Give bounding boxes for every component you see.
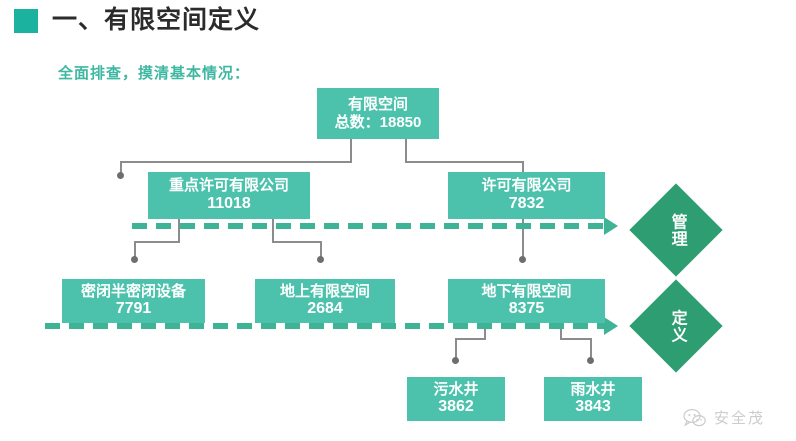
node-above-ground[interactable]: 地上有限空间 2684 <box>255 279 395 323</box>
page-title-text: 一、有限空间定义 <box>52 6 261 34</box>
dashed-band-definition-arrow-icon <box>604 317 618 335</box>
wechat-icon <box>683 408 707 428</box>
dashed-band-definition <box>45 323 611 329</box>
subtitle-text: 全面排查，摸清基本情况： <box>58 65 251 82</box>
node-sewage-well-value: 3862 <box>438 398 474 416</box>
connector-root-right-vert <box>405 139 407 163</box>
connector-root-left-vert <box>350 139 352 163</box>
connector-dot-key-co <box>117 172 124 179</box>
connector-lic-below-vert <box>522 219 524 259</box>
node-key-co-value: 11018 <box>207 194 251 212</box>
node-root-value: 总数：18850 <box>334 113 422 131</box>
node-rain-well[interactable]: 雨水井 3843 <box>544 377 642 421</box>
connector-dot-closed-eq <box>131 256 138 263</box>
node-rain-well-label: 雨水井 <box>570 380 616 398</box>
connector-key-left-drop <box>134 241 136 259</box>
connector-dot-sewage <box>452 357 459 364</box>
node-above-ground-label: 地上有限空间 <box>279 282 370 300</box>
node-below-ground-label: 地下有限空间 <box>481 282 572 300</box>
connector-key-right-drop <box>320 241 322 259</box>
node-above-ground-value: 2684 <box>307 300 343 318</box>
connector-dot-below <box>519 256 526 263</box>
watermark: 安全茂 <box>683 407 765 428</box>
connector-root-left-drop <box>120 161 122 175</box>
connector-below-left-drop <box>455 338 457 360</box>
node-rain-well-value: 3843 <box>575 398 611 416</box>
node-lic-co[interactable]: 许可有限公司 7832 <box>448 172 605 219</box>
connector-below-right-drop <box>590 338 592 360</box>
connector-root-left-horz <box>120 161 352 163</box>
connector-below-right-horz <box>560 338 592 340</box>
dashed-band-management-arrow-icon <box>604 217 618 235</box>
connector-below-left-horz <box>455 338 486 340</box>
node-closed-equipment-label: 密闭半密闭设备 <box>80 282 186 300</box>
watermark-text: 安全茂 <box>714 410 766 427</box>
node-key-co[interactable]: 重点许可有限公司 11018 <box>148 172 310 219</box>
node-lic-co-label: 许可有限公司 <box>481 177 572 195</box>
connector-key-right-horz <box>272 241 322 243</box>
connector-below-right-vert <box>560 318 562 340</box>
band-diamond-definition-label: 定义 <box>668 308 686 343</box>
band-diamond-definition[interactable]: 定义 <box>629 279 723 373</box>
connector-key-left-vert <box>178 219 180 243</box>
connector-dot-rain <box>587 357 594 364</box>
node-sewage-well[interactable]: 污水井 3862 <box>407 377 505 421</box>
node-lic-co-value: 7832 <box>508 194 545 212</box>
node-closed-equipment[interactable]: 密闭半密闭设备 7791 <box>62 279 205 323</box>
node-root-label: 有限空间 <box>347 95 408 113</box>
node-sewage-well-label: 污水井 <box>433 380 479 398</box>
connector-below-left-vert <box>484 318 486 340</box>
connector-dot-above <box>317 256 324 263</box>
node-below-ground-value: 8375 <box>508 300 545 318</box>
node-below-ground[interactable]: 地下有限空间 8375 <box>448 279 605 323</box>
page-title: 一、有限空间定义 <box>14 8 260 33</box>
node-key-co-label: 重点许可有限公司 <box>168 177 289 195</box>
connector-key-left-horz <box>134 241 180 243</box>
band-diamond-management-label: 管理 <box>668 212 686 247</box>
node-root[interactable]: 有限空间 总数：18850 <box>317 88 439 139</box>
connector-key-right-vert <box>272 219 274 243</box>
band-diamond-management[interactable]: 管理 <box>629 183 723 277</box>
title-bullet-icon <box>14 8 38 33</box>
node-closed-equipment-value: 7791 <box>115 300 152 318</box>
connector-root-right-drop <box>522 161 524 175</box>
connector-root-right-horz <box>405 161 524 163</box>
dashed-band-management <box>132 223 611 229</box>
